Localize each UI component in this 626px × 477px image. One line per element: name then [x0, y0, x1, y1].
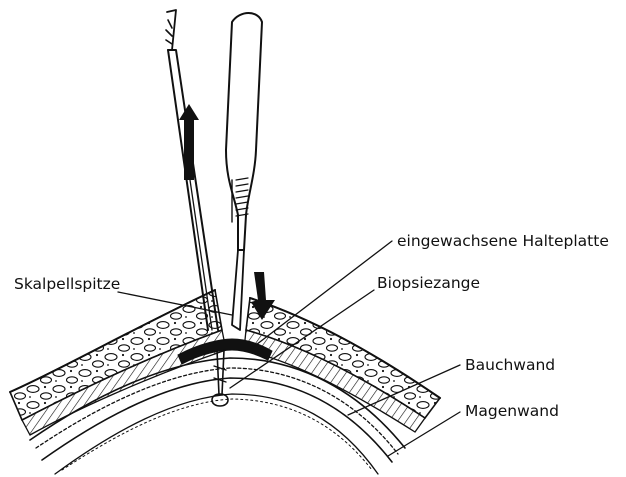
label-skalpellspitze: Skalpellspitze	[14, 275, 120, 293]
label-magenwand: Magenwand	[465, 402, 559, 420]
label-halteplatte: eingewachsene Halteplatte	[397, 232, 609, 250]
label-bauchwand: Bauchwand	[465, 356, 555, 374]
abdominal-wall	[10, 290, 440, 435]
label-biopsiezange: Biopsiezange	[377, 274, 480, 292]
